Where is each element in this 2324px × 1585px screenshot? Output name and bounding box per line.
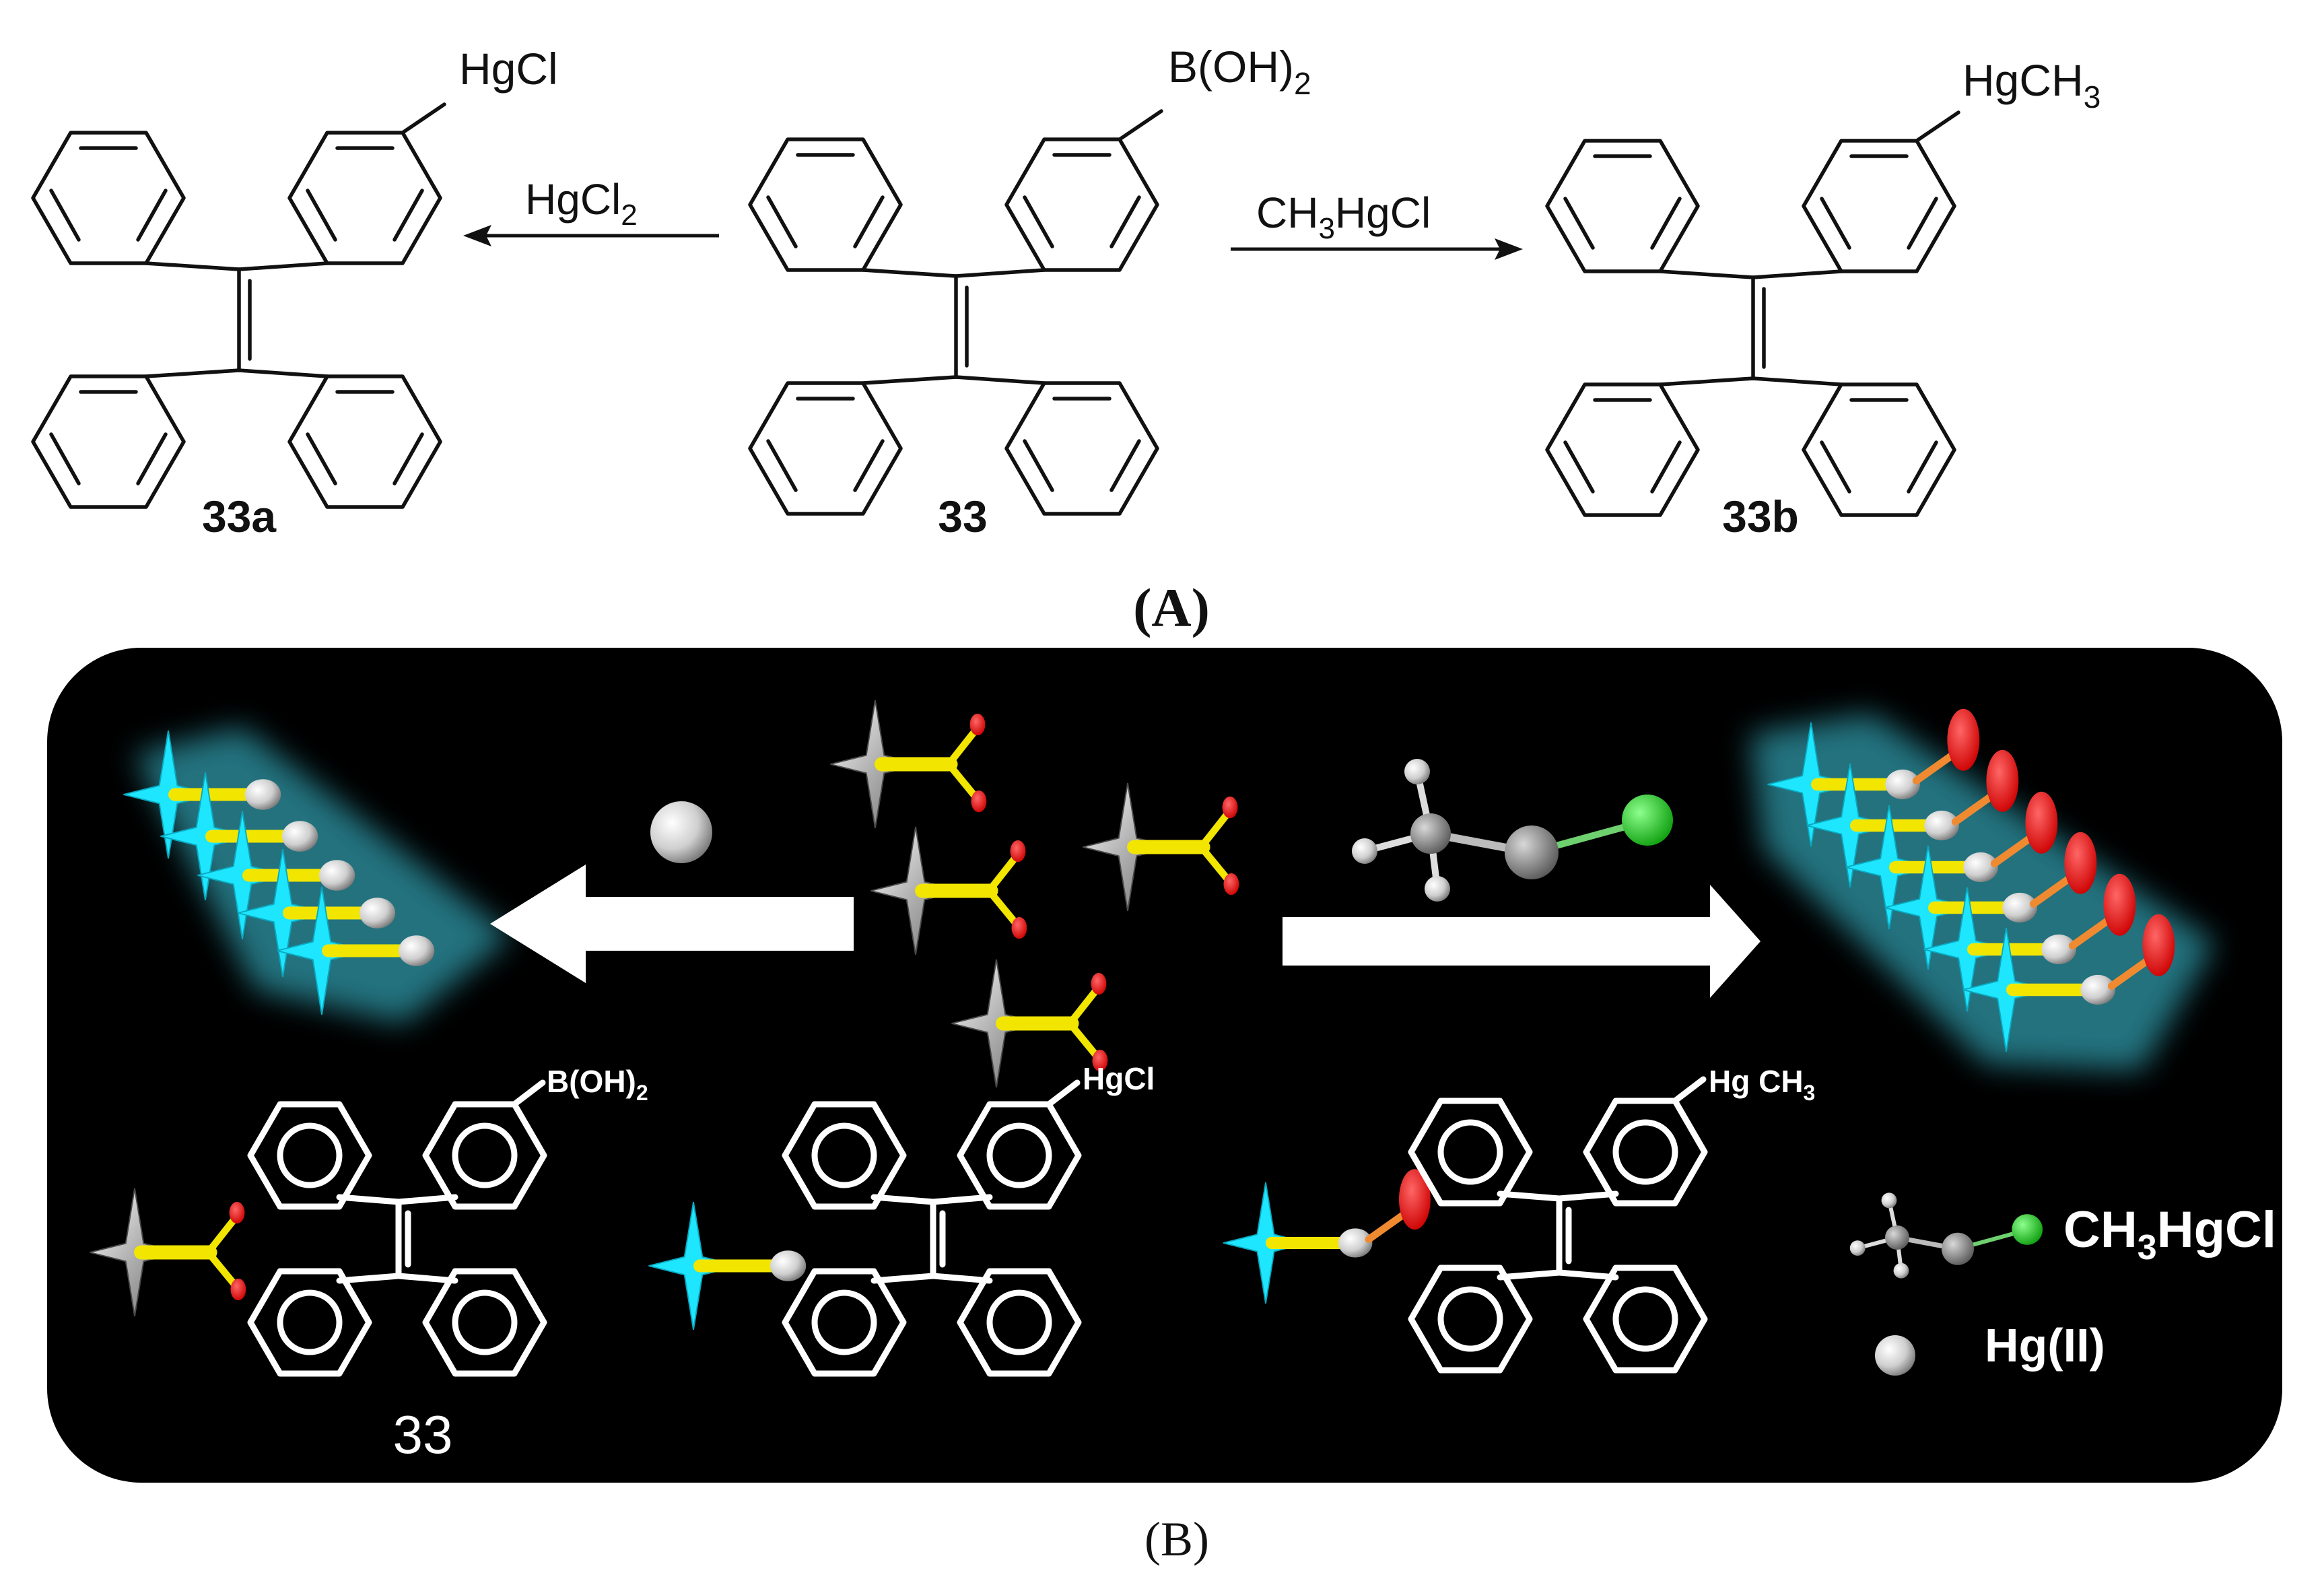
arrow-right-block [1283,885,1761,998]
hg-ion-sphere [650,801,712,863]
legend-label-hg: Hg(II) [1985,1319,2105,1372]
aggregate-hg-cluster [124,727,512,1023]
reagent-ch3hgcl: CH3HgCl [1256,189,1431,245]
caption-a: (A) [1133,577,1210,638]
caption-b: (B) [1144,1512,1209,1566]
arrow-left-block [490,865,854,983]
substituent-33a: HgCl [459,44,558,94]
compound-33a-structure [33,104,444,507]
label-33b: 33b [1722,492,1799,541]
label-33: 33 [938,492,987,541]
substituent-33: B(OH)2 [1168,42,1311,101]
compound-33b-structure [1547,112,1958,515]
legend-substituent-boh2: B(OH)2 [547,1064,648,1105]
aggregate-ch3hg-cluster [1750,709,2215,1071]
panel-b-background [47,648,2282,1483]
legend-label-ch3hgcl: CH3HgCl [2063,1201,2276,1267]
arrow-hgcl2: HgCl2 [463,175,719,246]
arrow-ch3hgcl: CH3HgCl [1231,189,1523,260]
label-33a: 33a [202,492,277,541]
legend-substituent-hgcl: HgCl [1083,1061,1155,1096]
panel-b: B(OH)2 33 HgCl Hg CH3 CH3HgCl Hg(II) [47,648,2282,1483]
legend-substituent-hgch3: Hg CH3 [1709,1064,1815,1105]
legend-hg-sphere [1875,1335,1915,1376]
compound-33-structure [750,111,1161,514]
substituent-33b: HgCH3 [1962,55,2100,114]
panel-a: HgCl B(OH)2 HgCH3 HgCl2 CH3HgCl 33a 33 3… [33,42,2100,638]
legend-label-33: 33 [393,1405,453,1464]
reagent-hgcl2: HgCl2 [525,175,638,232]
